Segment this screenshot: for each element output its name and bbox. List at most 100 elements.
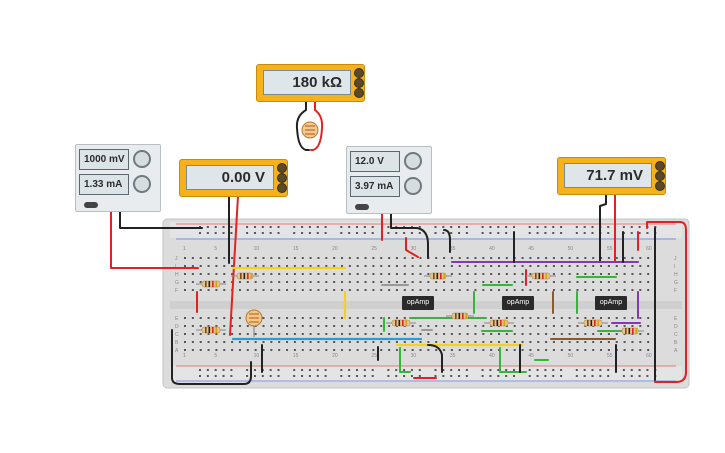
breadboard-hole[interactable] [458, 281, 461, 283]
breadboard-hole[interactable] [191, 281, 194, 283]
breadboard-hole[interactable] [403, 257, 406, 259]
breadboard-hole[interactable] [560, 349, 563, 351]
breadboard-hole[interactable] [646, 232, 649, 234]
breadboard-hole[interactable] [215, 317, 218, 319]
breadboard-hole[interactable] [388, 325, 391, 327]
breadboard-hole[interactable] [286, 273, 289, 275]
breadboard-hole[interactable] [576, 349, 579, 351]
breadboard-hole[interactable] [497, 232, 500, 234]
breadboard-hole[interactable] [490, 257, 493, 259]
breadboard-hole[interactable] [592, 333, 595, 335]
breadboard-hole[interactable] [592, 273, 595, 275]
breadboard-hole[interactable] [592, 349, 595, 351]
breadboard-hole[interactable] [435, 257, 438, 259]
breadboard-hole[interactable] [348, 349, 351, 351]
breadboard-hole[interactable] [427, 273, 430, 275]
breadboard-hole[interactable] [207, 333, 210, 335]
breadboard-hole[interactable] [576, 273, 579, 275]
breadboard-hole[interactable] [419, 289, 422, 291]
breadboard-hole[interactable] [325, 325, 328, 327]
breadboard-hole[interactable] [316, 375, 319, 377]
breadboard-hole[interactable] [450, 232, 453, 234]
breadboard-hole[interactable] [435, 349, 438, 351]
breadboard-hole[interactable] [317, 281, 320, 283]
breadboard-hole[interactable] [584, 273, 587, 275]
breadboard-hole[interactable] [246, 281, 249, 283]
breadboard-hole[interactable] [450, 325, 453, 327]
breadboard-hole[interactable] [387, 226, 390, 228]
breadboard-hole[interactable] [309, 341, 312, 343]
breadboard-hole[interactable] [607, 349, 610, 351]
breadboard-hole[interactable] [498, 273, 500, 275]
breadboard-hole[interactable] [348, 273, 351, 275]
photoresistor-breadboard[interactable] [245, 309, 263, 337]
breadboard-hole[interactable] [418, 232, 421, 234]
breadboard-hole[interactable] [317, 317, 320, 319]
breadboard-hole[interactable] [269, 369, 272, 371]
breadboard-hole[interactable] [607, 273, 610, 275]
multimeter-voltmeter-right[interactable]: 71.7 mV [557, 157, 666, 195]
breadboard-hole[interactable] [466, 265, 469, 267]
breadboard-hole[interactable] [622, 226, 625, 228]
breadboard-hole[interactable] [309, 349, 312, 351]
breadboard-hole[interactable] [191, 349, 194, 351]
breadboard-hole[interactable] [607, 317, 610, 319]
breadboard-hole[interactable] [537, 289, 540, 291]
breadboard-hole[interactable] [458, 333, 461, 335]
breadboard-hole[interactable] [253, 375, 256, 377]
breadboard-hole[interactable] [380, 317, 383, 319]
breadboard-hole[interactable] [466, 349, 469, 351]
breadboard-hole[interactable] [552, 289, 555, 291]
breadboard-hole[interactable] [356, 341, 359, 343]
breadboard-hole[interactable] [270, 325, 273, 327]
breadboard-hole[interactable] [199, 257, 202, 259]
breadboard-hole[interactable] [333, 325, 336, 327]
breadboard-hole[interactable] [293, 265, 296, 267]
breadboard-hole[interactable] [324, 232, 327, 234]
breadboard-hole[interactable] [615, 265, 618, 267]
breadboard-hole[interactable] [395, 257, 398, 259]
breadboard-hole[interactable] [505, 349, 508, 351]
wires[interactable] [110, 99, 687, 385]
breadboard-hole[interactable] [356, 226, 358, 228]
breadboard-hole[interactable] [576, 257, 579, 259]
breadboard-hole[interactable] [521, 341, 524, 343]
breadboard-hole[interactable] [418, 369, 421, 371]
breadboard-hole[interactable] [262, 349, 265, 351]
breadboard-hole[interactable] [505, 289, 508, 291]
breadboard-hole[interactable] [552, 375, 555, 377]
breadboard-hole[interactable] [230, 226, 233, 228]
breadboard-hole[interactable] [308, 375, 311, 377]
breadboard-hole[interactable] [646, 369, 649, 371]
breadboard-hole[interactable] [191, 273, 194, 275]
breadboard-hole[interactable] [356, 281, 359, 283]
breadboard-hole[interactable] [388, 341, 391, 343]
breadboard-hole[interactable] [231, 349, 234, 351]
breadboard-hole[interactable] [254, 333, 257, 335]
breadboard-hole[interactable] [458, 232, 461, 234]
breadboard-hole[interactable] [529, 257, 532, 259]
breadboard-hole[interactable] [395, 273, 398, 275]
breadboard-hole[interactable] [482, 325, 485, 327]
mode-knob-icon[interactable] [277, 173, 287, 183]
breadboard-hole[interactable] [269, 226, 272, 228]
breadboard-hole[interactable] [607, 369, 610, 371]
breadboard-hole[interactable] [286, 281, 289, 283]
breadboard-hole[interactable] [607, 289, 610, 291]
breadboard-hole[interactable] [403, 265, 406, 267]
breadboard-hole[interactable] [395, 232, 398, 234]
breadboard-hole[interactable] [568, 265, 571, 267]
breadboard-hole[interactable] [348, 325, 351, 327]
opamp-chip[interactable]: opAmp [402, 296, 434, 310]
breadboard-hole[interactable] [317, 325, 320, 327]
breadboard-hole[interactable] [600, 349, 603, 351]
breadboard-hole[interactable] [474, 257, 477, 259]
breadboard-hole[interactable] [223, 273, 226, 275]
breadboard-hole[interactable] [293, 257, 296, 259]
breadboard-hole[interactable] [238, 281, 241, 283]
breadboard-hole[interactable] [207, 317, 210, 319]
breadboard-hole[interactable] [270, 273, 273, 275]
breadboard-hole[interactable] [490, 333, 493, 335]
breadboard-hole[interactable] [622, 369, 625, 371]
breadboard-hole[interactable] [372, 257, 375, 259]
